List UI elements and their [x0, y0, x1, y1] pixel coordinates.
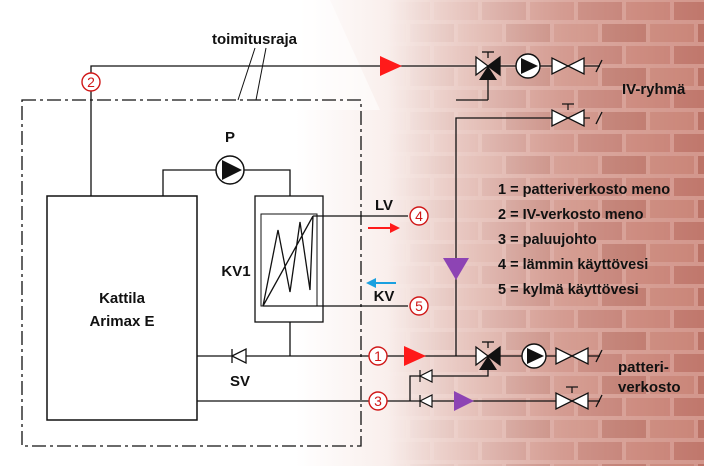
cold-water-label: KV: [374, 288, 395, 305]
cold-water-arrowhead: [366, 278, 376, 288]
iv-return-pipe-break: [595, 111, 603, 125]
iv-supply-pipe: [90, 65, 476, 196]
radiator-shutoff-valve-left: [555, 346, 574, 366]
radiator-pipe-break: [595, 349, 603, 363]
radiator-mixing-valve-right: [486, 345, 501, 367]
iv-shutoff-valve-left: [551, 56, 570, 76]
iv-pipe-break: [595, 59, 603, 73]
pump-icon: [222, 160, 242, 180]
return-check-valve-icon: [418, 394, 433, 408]
delivery-boundary: [21, 99, 362, 447]
delivery-limit-leader-2: [255, 47, 267, 101]
radiator-return-valve-left: [555, 391, 574, 411]
hot-water-arrowhead: [390, 223, 400, 233]
boiler-label-line2: Arimax E: [89, 313, 154, 330]
window-highlight: [160, 0, 380, 110]
legend-item-4: 4 = lämmin käyttövesi: [498, 257, 648, 273]
iv-return-valve-right: [566, 108, 585, 128]
heat-exchanger-label: KV1: [221, 263, 250, 280]
legend-item-3: 3 = paluujohto: [498, 232, 597, 248]
iv-group-label: IV-ryhmä: [622, 81, 686, 98]
boiler: [46, 195, 198, 421]
check-valve-icon: [230, 347, 247, 365]
radiator-pump-icon: [527, 348, 544, 364]
radiator-return-pipe-break: [595, 394, 603, 408]
badge-5-text: 5: [415, 298, 423, 314]
return-flow-arrow: [454, 391, 474, 411]
badge-3: 3: [368, 391, 388, 411]
delivery-limit-leader: [237, 47, 256, 101]
badge-2: 2: [81, 72, 101, 92]
pump-label: P: [225, 129, 235, 146]
legend: 1 = patteriverkosto meno 2 = IV-verkosto…: [498, 182, 670, 298]
radiator-mixing-valve-left: [475, 345, 490, 367]
legend-item-5: 5 = kylmä käyttövesi: [498, 282, 639, 298]
legend-item-2: 2 = IV-verkosto meno: [498, 207, 644, 223]
badge-4-text: 4: [415, 208, 423, 224]
badge-5: 5: [409, 296, 429, 316]
radiator-network-label-line1: patteri-: [618, 359, 669, 376]
bypass-pipe: [409, 368, 489, 401]
boiler-label-line1: Kattila: [99, 290, 146, 307]
legend-item-1: 1 = patteriverkosto meno: [498, 182, 670, 198]
radiator-shutoff-valve-right: [570, 346, 589, 366]
check-valve-label: SV: [230, 373, 250, 390]
delivery-limit-label: toimitusraja: [212, 31, 298, 48]
badge-2-text: 2: [87, 74, 95, 90]
radiator-return-valve-right: [570, 391, 589, 411]
badge-1: 1: [368, 346, 388, 366]
bypass-check-valve-icon: [418, 369, 433, 383]
badge-4: 4: [409, 206, 429, 226]
iv-pump-icon: [521, 58, 538, 74]
radiator-supply-flow-arrow: [404, 346, 426, 366]
iv-mixing-valve-right: [486, 55, 501, 77]
iv-supply-flow-arrow: [380, 56, 402, 76]
iv-return-arrow: [443, 258, 469, 280]
iv-mixing-valve-left: [475, 55, 490, 77]
badge-3-text: 3: [374, 393, 382, 409]
iv-shutoff-valve-right: [566, 56, 585, 76]
badge-1-text: 1: [374, 348, 382, 364]
radiator-mixing-valve-bottom: [479, 356, 497, 370]
iv-return-valve-left: [551, 108, 570, 128]
hot-water-label: LV: [375, 197, 393, 214]
iv-mixing-valve-bottom: [479, 66, 497, 80]
radiator-network-label-line2: verkosto: [618, 379, 681, 396]
